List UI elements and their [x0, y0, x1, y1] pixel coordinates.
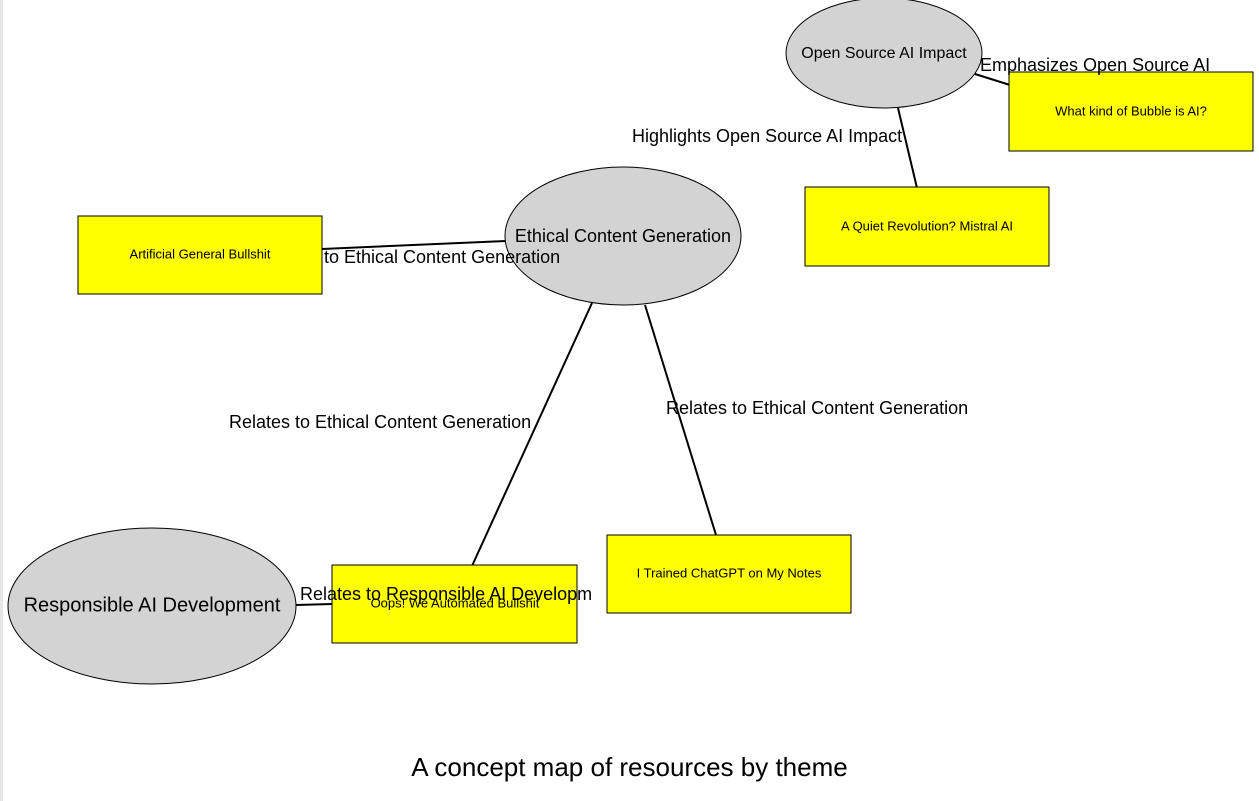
- diagram-caption: A concept map of resources by theme: [411, 752, 848, 782]
- edge-line-oops-ethical: [471, 302, 593, 567]
- theme-node-ethical-content-generation[interactable]: Ethical Content Generation: [504, 166, 742, 306]
- resource-node-label: I Trained ChatGPT on My Notes: [637, 565, 822, 580]
- edge-line-mistral-open-source: [897, 107, 918, 189]
- resource-node-label: Artificial General Bullshit: [130, 246, 271, 261]
- theme-node-label: Responsible AI Development: [24, 594, 281, 616]
- edge-line-agb-ethical: [321, 240, 507, 250]
- edge-line-chatgpt-ethical: [644, 304, 717, 536]
- resource-node-artificial-general-bullshit[interactable]: Artificial General Bullshit: [77, 215, 323, 295]
- edge-label-bubble-open-source: Emphasizes Open Source AI: [980, 55, 1210, 75]
- theme-node-open-source-ai-impact[interactable]: Open Source AI Impact: [785, 0, 983, 109]
- resource-node-label: Oops! We Automated Bullshit: [371, 595, 540, 610]
- resource-node-oops-automated-bullshit[interactable]: Oops! We Automated Bullshit: [331, 564, 578, 644]
- edge-line-bubble-open-source: [974, 73, 1011, 86]
- resource-node-label: What kind of Bubble is AI?: [1055, 103, 1207, 118]
- edge-labels: Emphasizes Open Source AI Highlights Ope…: [229, 55, 1210, 604]
- theme-node-label: Ethical Content Generation: [515, 226, 731, 246]
- edge-line-oops-responsible: [295, 603, 333, 606]
- theme-node-responsible-ai-development[interactable]: Responsible AI Development: [7, 527, 297, 685]
- resource-node-label: A Quiet Revolution? Mistral AI: [841, 218, 1013, 233]
- edge-label-chatgpt-ethical: Relates to Ethical Content Generation: [666, 398, 968, 418]
- edge-label-oops-ethical: Relates to Ethical Content Generation: [229, 412, 531, 432]
- edge-label-agb-ethical: to Ethical Content Generation: [324, 247, 560, 267]
- edge-lines: [295, 73, 1011, 606]
- page-left-border: [0, 0, 3, 801]
- edge-label-mistral-open-source: Highlights Open Source AI Impact: [632, 126, 902, 146]
- resource-node-trained-chatgpt-notes[interactable]: I Trained ChatGPT on My Notes: [606, 534, 852, 614]
- edge-label-oops-responsible: Relates to Responsible AI Developm: [300, 584, 592, 604]
- resource-node-quiet-revolution-mistral[interactable]: A Quiet Revolution? Mistral AI: [804, 186, 1050, 267]
- theme-node-label: Open Source AI Impact: [801, 45, 967, 62]
- resource-node-what-kind-of-bubble[interactable]: What kind of Bubble is AI?: [1008, 71, 1254, 152]
